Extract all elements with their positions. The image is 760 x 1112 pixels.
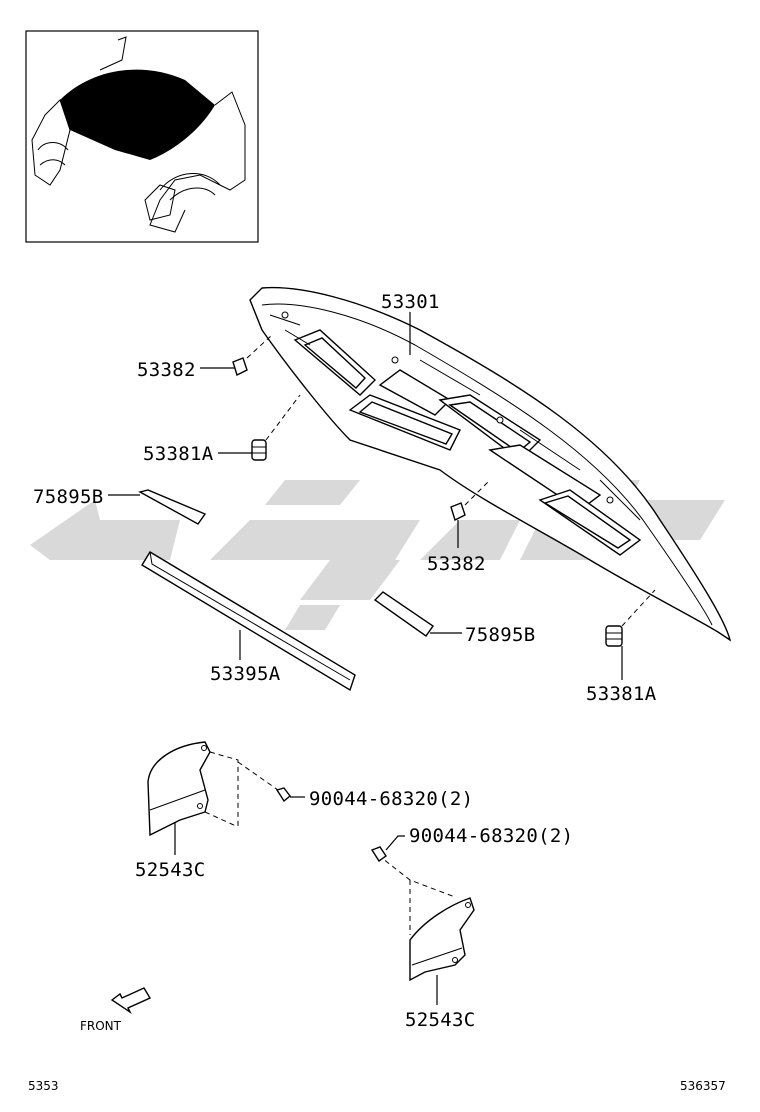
- weatherstrip-53395A: [141, 551, 356, 692]
- cushion-53382-center: [450, 479, 491, 521]
- footer-code-right: 536357: [680, 1079, 726, 1093]
- shield-52543C-left: [147, 741, 279, 837]
- cushion-53381A-upper: [251, 394, 301, 461]
- label-seal-75895B-left: 75895B: [33, 486, 103, 508]
- cushion-53382-upper: [232, 334, 273, 376]
- label-weatherstrip-53395A: 53395A: [210, 663, 281, 685]
- label-shield-52543C-right: 52543C: [405, 1009, 475, 1031]
- screw-90044-lower: [370, 846, 387, 862]
- hood-panel: [249, 286, 732, 642]
- cushion-53381A-right: [605, 589, 656, 647]
- screw-90044-upper: [275, 787, 291, 803]
- label-cushion-53382-center: 53382: [427, 553, 486, 575]
- seal-75895B-right: [373, 591, 434, 637]
- front-label: FRONT: [80, 1019, 122, 1033]
- label-cushion-53381A-right: 53381A: [586, 683, 657, 705]
- label-shield-52543C-left: 52543C: [135, 859, 205, 881]
- label-hood-53301: 53301: [381, 291, 440, 313]
- shield-52543C-right: [377, 854, 475, 982]
- label-screw-90044-lower: 90044-68320(2): [409, 825, 573, 847]
- label-cushion-53381A-upper: 53381A: [143, 443, 214, 465]
- leader-lines: [108, 312, 623, 1005]
- inset-overview: [25, 30, 259, 243]
- footer-code-left: 5353: [28, 1079, 59, 1093]
- front-arrow-icon: [110, 987, 152, 1015]
- label-seal-75895B-right: 75895B: [465, 624, 535, 646]
- label-screw-90044-upper: 90044-68320(2): [309, 788, 473, 810]
- seal-75895B-left: [138, 489, 207, 525]
- label-cushion-53382-upper: 53382: [137, 359, 196, 381]
